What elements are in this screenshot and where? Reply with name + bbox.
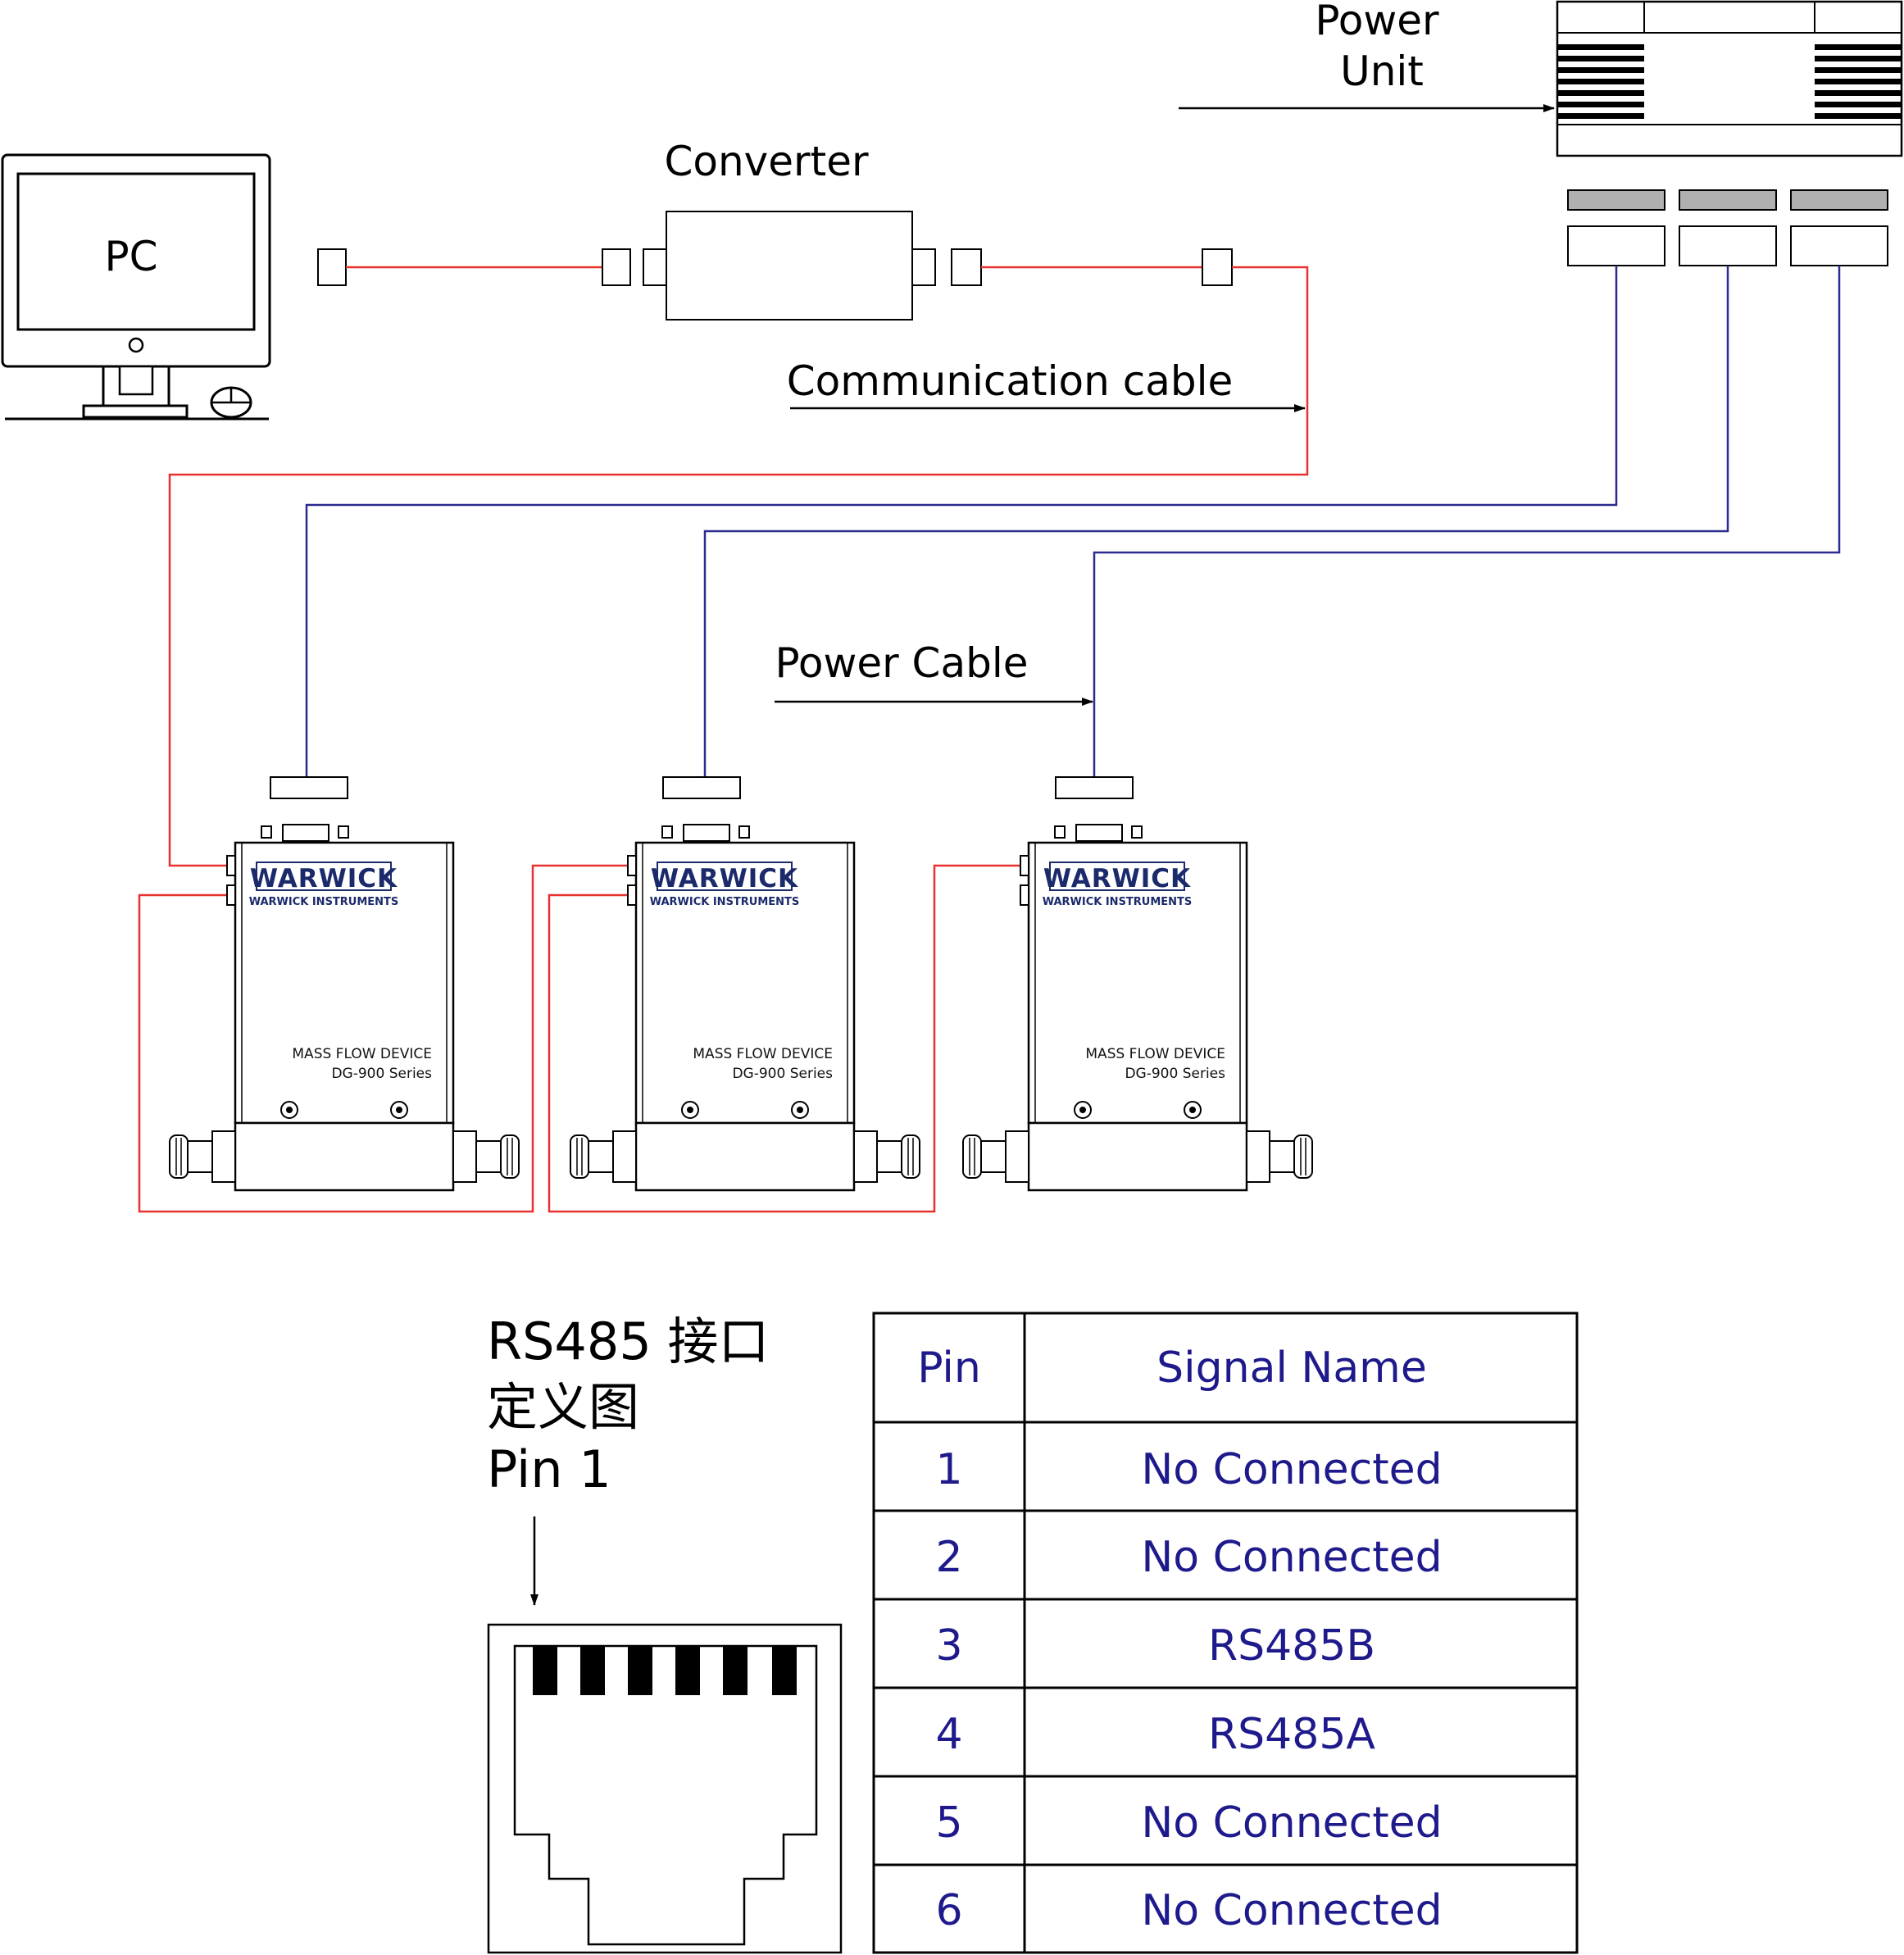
- device-2-series: DG-900 Series: [732, 1066, 833, 1082]
- rj-pin-4: [675, 1646, 700, 1695]
- device-3-brand: WARWICK: [1043, 864, 1191, 893]
- pin-table-cell-pin: 2: [935, 1533, 962, 1582]
- power-plug-1: [1567, 225, 1665, 266]
- mass-flow-device-3: WARWICK WARWICK INSTRUMENTS MASS FLOW DE…: [961, 823, 1314, 1192]
- rs485-title-line3: Pin 1: [487, 1439, 611, 1499]
- vent-left-icon: [1557, 44, 1644, 119]
- converter-port-right: [911, 248, 936, 286]
- power-unit-label-line2: Unit: [1340, 48, 1424, 95]
- power-connector-device-3: [1055, 776, 1134, 799]
- converter-label: Converter: [664, 138, 868, 185]
- power-connector-device-1: [270, 776, 348, 799]
- power-port-2: [1679, 189, 1777, 211]
- comm-wire-device-2-to-3: [548, 864, 1020, 1213]
- pc-side-connector: [317, 248, 347, 286]
- comm-wire-trunk: [168, 266, 1309, 867]
- converter-box: [666, 211, 913, 321]
- comm-wire-device-1-to-2: [138, 864, 627, 1213]
- power-plug-2: [1679, 225, 1777, 266]
- pin-table-cell-pin: 3: [935, 1621, 962, 1671]
- rj-pin-3: [628, 1646, 652, 1695]
- rj-connector-icon: [487, 1623, 843, 1954]
- pin-table: Pin Signal Name 1 No Connected 2 No Conn…: [872, 1312, 1579, 1954]
- power-port-1: [1567, 189, 1665, 211]
- converter-plug-right: [951, 248, 982, 286]
- converter-assembly: Converter: [317, 138, 1233, 321]
- pin-table-cell-signal: No Connected: [1141, 1533, 1442, 1582]
- pin-table-cell-signal: RS485B: [1208, 1621, 1375, 1671]
- comm-cable-connector: [1202, 248, 1233, 286]
- power-wires: [305, 266, 1841, 777]
- device-1-brand: WARWICK: [250, 864, 398, 893]
- pin-table-cell-pin: 6: [935, 1886, 962, 1935]
- pin-table-header-signal: Signal Name: [1156, 1343, 1427, 1393]
- rj-socket-outline: [513, 1644, 818, 1946]
- converter-plug-left: [602, 248, 631, 286]
- rs485-title-line2: 定义图: [487, 1377, 639, 1437]
- power-unit-label-line1: Power: [1315, 0, 1439, 44]
- rj-pin-1: [533, 1646, 557, 1695]
- power-wire-device-3: [1093, 266, 1841, 777]
- pin-table-cell-signal: No Connected: [1141, 1886, 1442, 1935]
- pin-table-cell-pin: 5: [935, 1798, 962, 1848]
- power-wire-device-1: [305, 266, 1618, 777]
- device-2-brand-sub: WARWICK INSTRUMENTS: [650, 896, 800, 908]
- device-2-brand: WARWICK: [651, 864, 798, 893]
- pin-table-cell-pin: 4: [935, 1710, 962, 1759]
- pc-power-button: [128, 337, 144, 353]
- device-3-brand-sub: WARWICK INSTRUMENTS: [1043, 896, 1193, 908]
- pc-computer: PC: [1, 153, 271, 421]
- mass-flow-device-1: WARWICK WARWICK INSTRUMENTS MASS FLOW DE…: [168, 823, 520, 1192]
- rj-pin-2: [580, 1646, 605, 1695]
- communication-cable-label: Communication cable: [787, 357, 1234, 405]
- power-plug-3: [1790, 225, 1888, 266]
- pin-table-cell-signal: No Connected: [1141, 1445, 1442, 1494]
- pc-screen: [16, 172, 256, 331]
- vent-right-icon: [1815, 44, 1902, 119]
- pc-base: [82, 404, 189, 419]
- pin-table-cell-pin: 1: [935, 1445, 962, 1494]
- pin-table-cell-signal: RS485A: [1208, 1710, 1375, 1759]
- power-wire-device-2: [703, 266, 1729, 777]
- pin-table-frame: [872, 1312, 1579, 1954]
- device-3-series: DG-900 Series: [1125, 1066, 1225, 1082]
- device-1-brand-sub: WARWICK INSTRUMENTS: [249, 896, 399, 908]
- pin-table-header-pin: Pin: [917, 1343, 981, 1393]
- rj-pin-5: [723, 1646, 748, 1695]
- pc-stand-neck: [118, 365, 154, 396]
- pin-table-cell-signal: No Connected: [1141, 1798, 1442, 1848]
- device-2-name: MASS FLOW DEVICE: [693, 1046, 833, 1062]
- power-unit: [1556, 0, 1903, 266]
- device-1-series: DG-900 Series: [331, 1066, 432, 1082]
- comm-wires: [138, 266, 1309, 1213]
- device-3-name: MASS FLOW DEVICE: [1085, 1046, 1225, 1062]
- rj-pin-6: [772, 1646, 797, 1695]
- converter-port-left: [643, 248, 667, 286]
- mass-flow-device-2: WARWICK WARWICK INSTRUMENTS MASS FLOW DE…: [569, 823, 921, 1192]
- power-cable-label: Power Cable: [775, 639, 1028, 687]
- pc-label: PC: [104, 233, 157, 280]
- rs485-title-line1: RS485 接口: [487, 1312, 769, 1371]
- power-port-3: [1790, 189, 1888, 211]
- device-1-name: MASS FLOW DEVICE: [292, 1046, 432, 1062]
- power-connector-device-2: [662, 776, 741, 799]
